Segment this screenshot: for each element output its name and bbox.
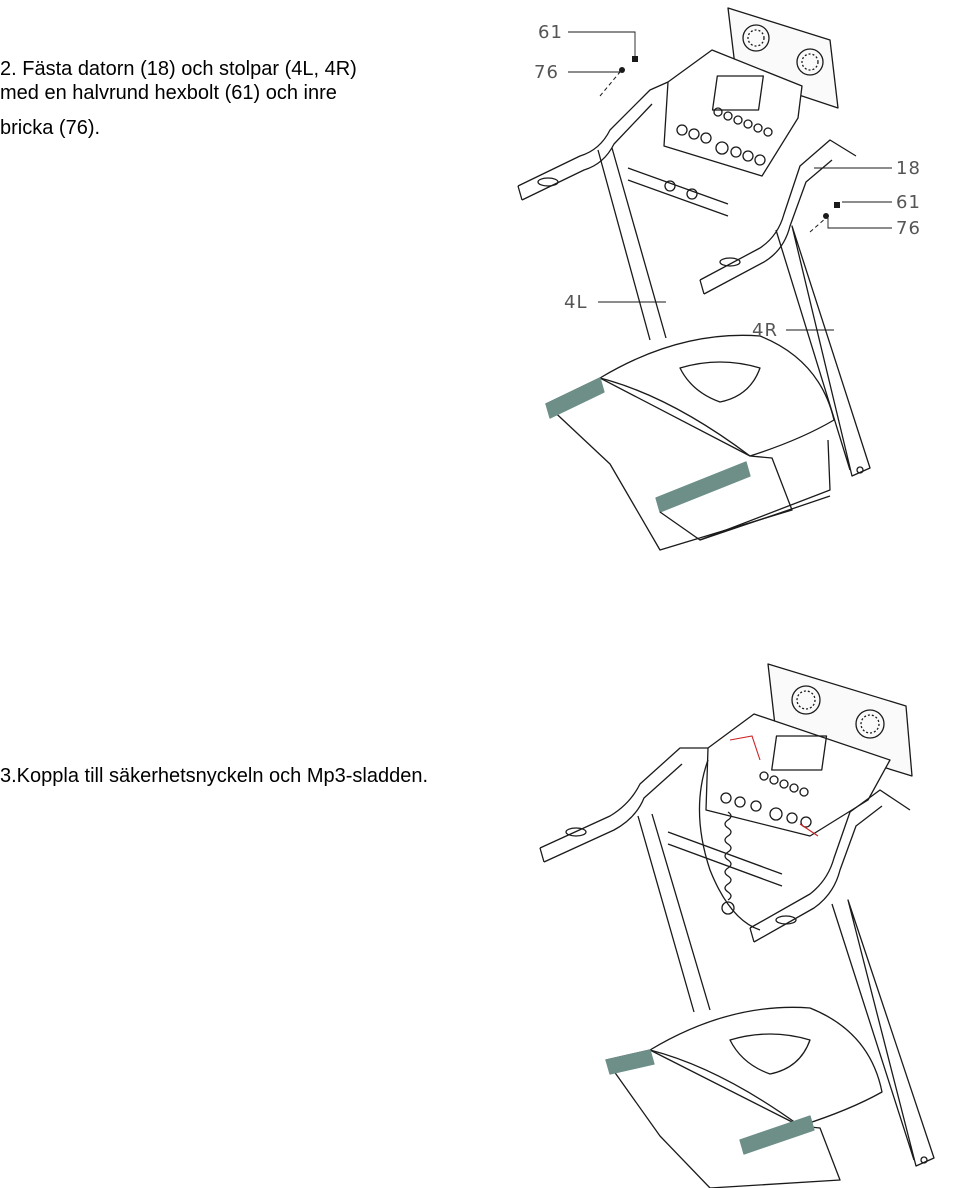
treadmill-console-diagram: 61 76 18 61 76 4L 4R — [500, 0, 921, 560]
deck — [546, 378, 792, 550]
right-handlebar — [700, 140, 856, 280]
belt-stripe-right — [740, 1116, 814, 1154]
washer-76-top — [619, 67, 625, 73]
treadmill-cable-diagram — [520, 640, 960, 1188]
upright-4L — [598, 148, 666, 340]
console-body — [706, 714, 890, 836]
callout-61: 61 — [538, 22, 563, 43]
console-buttons — [677, 108, 772, 165]
wire-safety-key — [730, 736, 760, 760]
step-3-instruction: 3.Koppla till säkerhetsnyckeln och Mp3-s… — [0, 764, 520, 788]
deck — [606, 1050, 840, 1188]
upright-4R — [776, 226, 870, 476]
console-body — [664, 50, 802, 176]
speaker-left — [792, 686, 820, 714]
step-2-line-1: 2. Fästa datorn (18) och stolpar (4L, 4R… — [0, 58, 357, 80]
callout-4R: 4R — [752, 320, 778, 341]
motor-hood — [650, 1007, 882, 1126]
callout-76: 76 — [534, 62, 559, 83]
mp3-cable — [699, 760, 760, 930]
console-speaker-panel — [768, 664, 912, 776]
step-2-instruction: 2. Fästa datorn (18) och stolpar (4L, 4R… — [0, 57, 470, 140]
callout-4L: 4L — [564, 292, 587, 313]
callout-18: 18 — [896, 158, 921, 179]
left-handlebar — [518, 82, 668, 186]
washer-76-right — [823, 213, 829, 219]
console-speaker-panel — [728, 8, 838, 108]
speaker-left — [743, 25, 769, 51]
wire-mp3 — [800, 824, 818, 836]
step-2-line-3: bricka (76). — [0, 116, 101, 139]
console-buttons — [721, 772, 811, 827]
speaker-right — [797, 49, 823, 75]
safety-key-coil-cord — [725, 812, 731, 900]
safety-key-clip — [722, 902, 734, 914]
crossbar — [628, 168, 728, 216]
upright-left — [638, 814, 710, 1012]
step-2-line-2: med en halvrund hexbolt (61) och inre — [0, 82, 337, 105]
bolt-61-top — [632, 56, 638, 62]
speaker-right — [856, 710, 884, 738]
step-3-line-1: 3.Koppla till säkerhetsnyckeln och Mp3-s… — [0, 765, 429, 787]
callout-76-right: 76 — [896, 218, 921, 239]
belt-stripe-left — [546, 378, 604, 418]
upright-right — [832, 900, 934, 1166]
belt-stripe-left — [606, 1050, 654, 1074]
left-handlebar — [540, 748, 708, 848]
right-handlebar — [750, 790, 910, 928]
console-display — [713, 76, 764, 110]
crossbar — [668, 832, 782, 886]
motor-hood — [600, 335, 834, 456]
bolt-61-right — [834, 202, 840, 208]
belt-stripe-right — [656, 462, 750, 512]
callout-61-right: 61 — [896, 192, 921, 213]
console-display — [772, 736, 827, 770]
